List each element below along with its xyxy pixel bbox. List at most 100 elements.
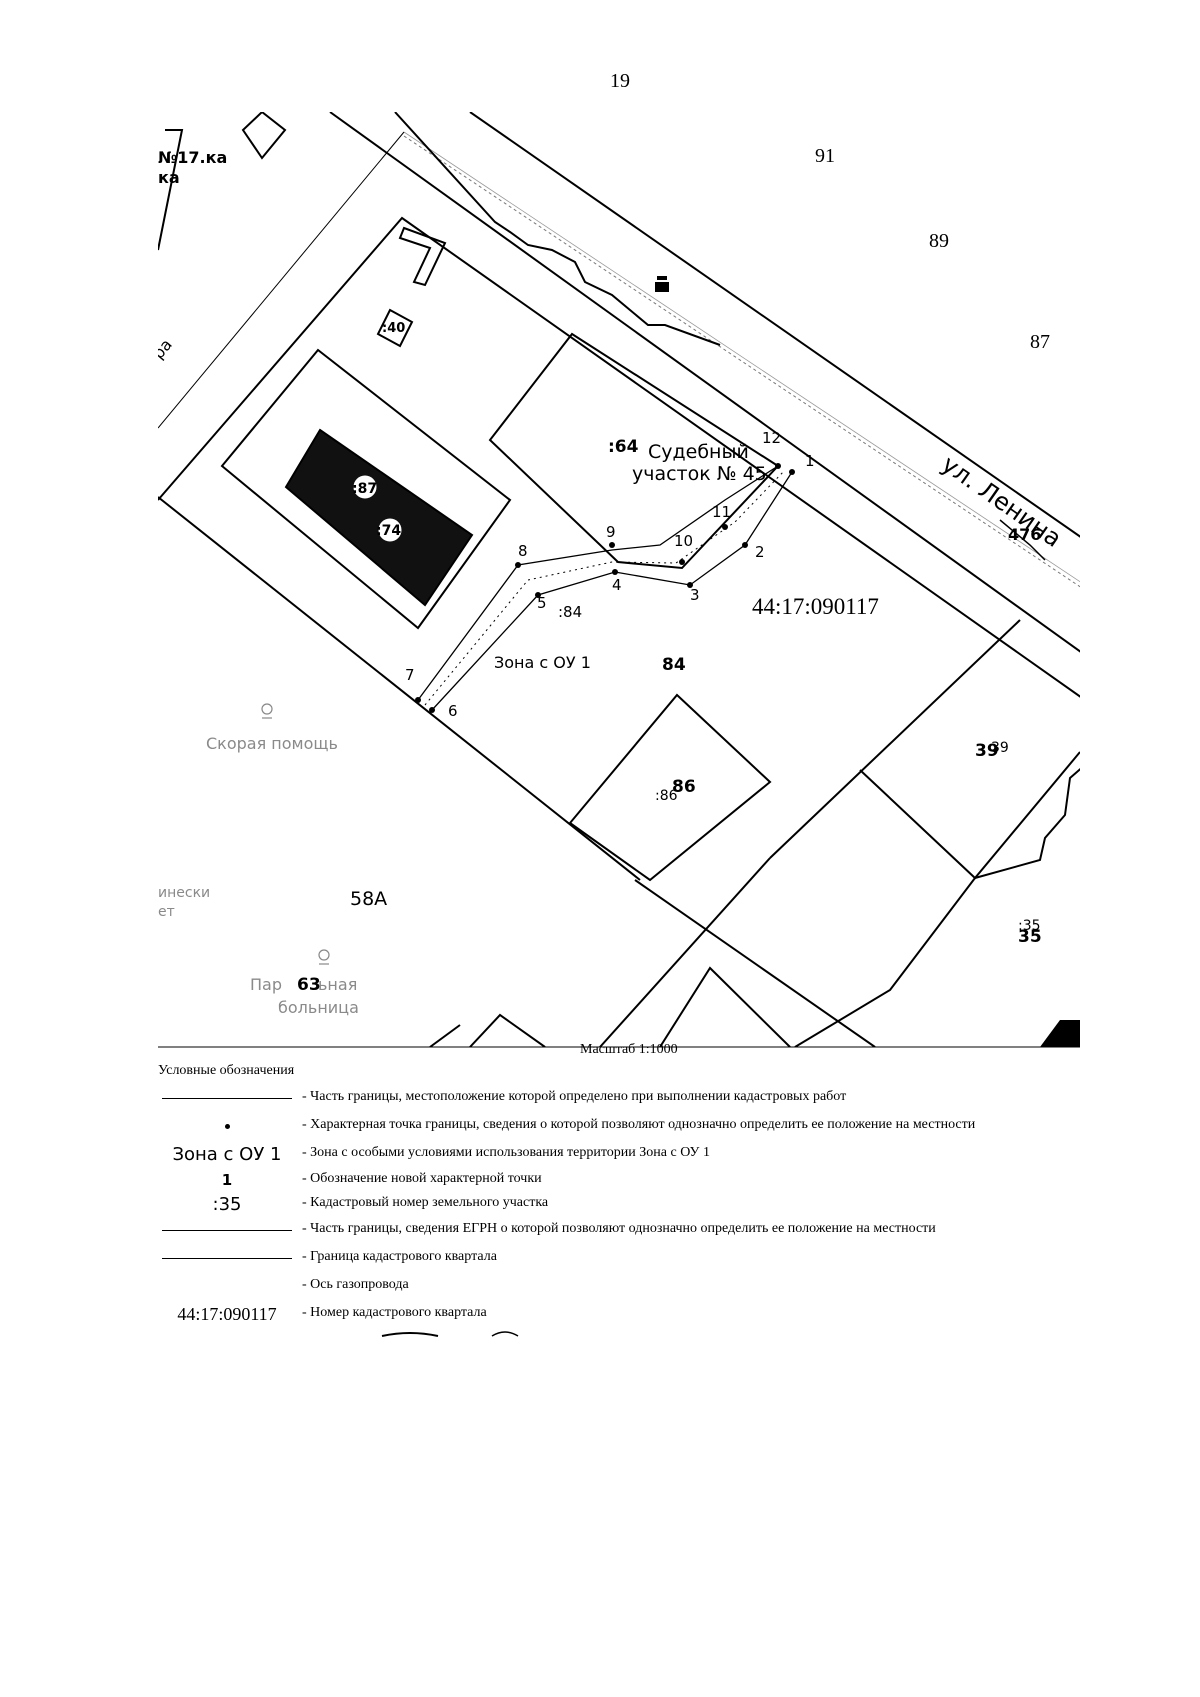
scale-label: Масштаб 1:1000 bbox=[580, 1042, 678, 1057]
boundary-points bbox=[415, 463, 795, 713]
legend-item: Зона с ОУ 1 - Зона с особыми условиями и… bbox=[158, 1141, 1158, 1167]
point-number: 5 bbox=[537, 594, 547, 612]
edge-label-fragment: инески bbox=[158, 885, 210, 901]
parcel-marker bbox=[376, 308, 414, 348]
zone-label: Зона с ОУ 1 bbox=[494, 653, 591, 672]
point-number: 12 bbox=[762, 429, 781, 447]
parcel-boundary bbox=[974, 768, 1080, 879]
legend-symbol-text: 1 bbox=[221, 1171, 233, 1189]
parcel-marker bbox=[353, 475, 377, 499]
legend-symbol-dot bbox=[158, 1113, 296, 1139]
house-number: 89 bbox=[929, 230, 949, 252]
point-number: 11 bbox=[712, 503, 731, 521]
house-number: 87 bbox=[1030, 331, 1050, 353]
legend-desc: - Ось газопровода bbox=[302, 1277, 409, 1292]
parcel-boundary bbox=[568, 693, 772, 882]
street-label: ул. Ленина bbox=[937, 450, 1067, 553]
point-number: 6 bbox=[448, 702, 458, 720]
edge-label-fragment: ка bbox=[158, 168, 180, 187]
parcel-number: 86 bbox=[672, 777, 696, 797]
legend-symbol-text: 44:17:090117 bbox=[177, 1303, 277, 1324]
legend-desc: - Характерная точка границы, сведения о … bbox=[302, 1117, 976, 1132]
edge-label-fragment: ет bbox=[158, 904, 175, 920]
legend-desc: - Номер кадастрового квартала bbox=[302, 1305, 487, 1320]
point-number: 4 bbox=[612, 576, 622, 594]
parcel-number: :84 bbox=[558, 603, 582, 621]
legend-item: 1 - Обозначение новой характерной точки bbox=[158, 1167, 1158, 1193]
curb-line bbox=[394, 112, 721, 346]
legend-title: Условные обозначения bbox=[158, 1063, 295, 1078]
legend-desc: - Часть границы, местоположение которой … bbox=[302, 1089, 847, 1104]
poi-label: больница bbox=[278, 998, 359, 1017]
parcel-boundary bbox=[659, 966, 791, 1047]
parcel-number: 63 bbox=[297, 975, 321, 995]
parcel-boundary bbox=[999, 519, 1046, 561]
parcel-boundary bbox=[859, 751, 1080, 880]
boundary-point bbox=[679, 559, 685, 565]
poi-label: Пар bbox=[250, 975, 282, 994]
quarter-boundary bbox=[158, 131, 405, 429]
legend-cut-symbols bbox=[381, 1331, 519, 1337]
point-number: 1 bbox=[805, 452, 815, 470]
legend-item: - Часть границы, местоположение которой … bbox=[158, 1085, 1158, 1111]
boundary-point bbox=[609, 542, 615, 548]
legend-desc: - Обозначение новой характерной точки bbox=[302, 1171, 542, 1186]
house-number: 58А bbox=[350, 888, 387, 910]
edge-label-fragment: №17.ка bbox=[158, 148, 227, 167]
parcel-number: 39 bbox=[975, 741, 999, 761]
parcel-number: 39 bbox=[991, 740, 1009, 756]
poi-label: ьная bbox=[318, 975, 357, 994]
legend-symbol-text: :35 bbox=[212, 1193, 242, 1215]
gas-pipe-axis bbox=[403, 131, 1080, 583]
parcel-boundary bbox=[488, 332, 780, 570]
zone-boundary bbox=[431, 471, 793, 711]
boundary-point bbox=[687, 582, 693, 588]
ambulance-icon bbox=[261, 703, 273, 719]
house-number: 91 bbox=[815, 145, 835, 167]
point-number: 3 bbox=[690, 586, 700, 604]
point-number: 10 bbox=[674, 532, 693, 550]
quarter-number: 44:17:090117 bbox=[752, 594, 879, 619]
legend-symbol-text: Зона с ОУ 1 bbox=[172, 1143, 282, 1165]
parcel-number: :40 bbox=[382, 321, 405, 336]
legend-item: - Характерная точка границы, сведения о … bbox=[158, 1113, 1158, 1139]
parcel-boundary bbox=[634, 879, 876, 1047]
legend-symbol-line bbox=[158, 1085, 296, 1111]
parcel-boundary bbox=[599, 857, 771, 1047]
gas-pipe-axis bbox=[403, 135, 1080, 588]
cadastral-map: 91 89 87 ул. Ленина 476 Судебный участок… bbox=[149, 112, 1080, 1048]
point-number: 7 bbox=[405, 666, 415, 684]
point-number: 8 bbox=[518, 542, 528, 560]
boundary-point bbox=[429, 707, 435, 713]
legend-desc: - Кадастровый номер земельного участка bbox=[302, 1195, 549, 1210]
boundary-point bbox=[415, 697, 421, 703]
legend-item: 44:17:090117 - Номер кадастрового кварта… bbox=[158, 1301, 1158, 1327]
legend-symbol-line bbox=[158, 1245, 296, 1271]
legend-item: - Граница кадастрового квартала bbox=[158, 1245, 1158, 1271]
parcel-boundary bbox=[158, 496, 641, 881]
boundary-point bbox=[535, 592, 541, 598]
building-outline bbox=[158, 129, 184, 251]
legend-desc: - Граница кадастрового квартала bbox=[302, 1249, 497, 1264]
point-number: 2 bbox=[755, 543, 765, 561]
boundary-point bbox=[775, 463, 781, 469]
parcel-number: :86 bbox=[655, 788, 678, 804]
zone-boundary bbox=[417, 465, 779, 701]
court-label: участок № 45 bbox=[632, 463, 767, 485]
parcel-corner bbox=[1040, 1020, 1080, 1047]
parcel-number: :74 bbox=[376, 523, 401, 539]
legend-desc: - Зона с особыми условиями использования… bbox=[302, 1145, 710, 1160]
point-number: 9 bbox=[606, 523, 616, 541]
legend-item: :35 - Кадастровый номер земельного участ… bbox=[158, 1191, 1158, 1217]
parcel-number: 84 bbox=[662, 655, 686, 675]
boundary-point bbox=[612, 569, 618, 575]
legend-item: - Ось газопровода bbox=[158, 1273, 1158, 1299]
edge-label-fragment: ра bbox=[149, 335, 176, 363]
parcel-number: :64 bbox=[608, 437, 639, 457]
parcel-boundary bbox=[769, 619, 1021, 859]
building-outline bbox=[220, 348, 512, 630]
street-edge bbox=[329, 112, 1080, 653]
legend-symbol-line bbox=[158, 1217, 296, 1243]
legend-symbol-empty bbox=[158, 1273, 296, 1299]
parcel-boundary bbox=[429, 1024, 461, 1047]
